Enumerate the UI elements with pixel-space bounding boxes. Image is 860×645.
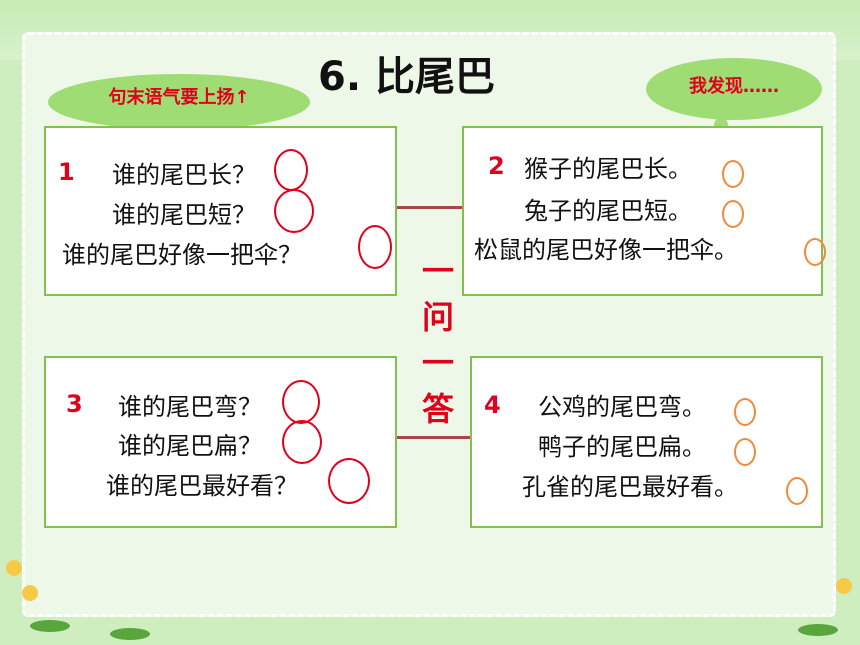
answer-box-2 [462, 126, 823, 296]
leaf-decoration [30, 620, 70, 632]
vertical-char: 答 [421, 390, 454, 428]
box-number-1: 1 [58, 158, 75, 186]
up-arrow-icon: ↑ [234, 87, 250, 108]
leaf-decoration [798, 624, 838, 636]
question-line: 谁的尾巴好像一把伞？ [62, 241, 302, 269]
question-line: 谁的尾巴弯？ [118, 393, 262, 421]
lesson-title: 6. 比尾巴 [318, 54, 495, 100]
question-line: 谁的尾巴扁？ [118, 432, 262, 460]
hint-bubble-right: 我发现…… [646, 58, 822, 120]
answer-line: 猴子的尾巴长。 [524, 155, 692, 183]
flower-decoration [836, 578, 852, 594]
question-line: 谁的尾巴最好看？ [106, 472, 298, 500]
vertical-char: 一 [421, 252, 454, 290]
period-circle [722, 200, 744, 228]
question-line: 谁的尾巴短？ [112, 201, 256, 229]
answer-line: 松鼠的尾巴好像一把伞。 [474, 236, 738, 264]
vertical-label: 一 问 一 答 [418, 248, 458, 432]
vertical-char: 一 [421, 344, 454, 382]
box-number-3: 3 [66, 390, 83, 418]
box-number-4: 4 [484, 391, 501, 419]
question-mark-circle [328, 458, 370, 504]
period-circle [786, 477, 808, 505]
connector-line-top [397, 206, 462, 209]
answer-line: 孔雀的尾巴最好看。 [522, 473, 738, 501]
answer-line: 兔子的尾巴短。 [524, 197, 692, 225]
question-mark-circle [274, 149, 308, 191]
flower-decoration [6, 560, 22, 576]
question-line: 谁的尾巴长？ [112, 161, 256, 189]
box-number-2: 2 [488, 152, 505, 180]
question-mark-circle [358, 225, 392, 269]
answer-line: 鸭子的尾巴扁。 [538, 433, 706, 461]
question-box-3 [44, 356, 397, 528]
hint-bubble-left: 句末语气要上扬↑ [48, 74, 310, 130]
vertical-char: 问 [421, 298, 454, 336]
answer-box-4 [470, 356, 823, 528]
question-mark-circle [282, 380, 320, 424]
answer-line: 公鸡的尾巴弯。 [538, 393, 706, 421]
period-circle [734, 438, 756, 466]
question-mark-circle [282, 420, 322, 464]
period-circle [734, 398, 756, 426]
period-circle [722, 160, 744, 188]
question-box-1 [44, 126, 397, 296]
leaf-decoration [110, 628, 150, 640]
hint-left-text: 句末语气要上扬 [108, 87, 235, 108]
period-circle [804, 238, 826, 266]
question-mark-circle [274, 189, 314, 233]
flower-decoration [22, 585, 38, 601]
connector-line-bottom [397, 436, 470, 439]
